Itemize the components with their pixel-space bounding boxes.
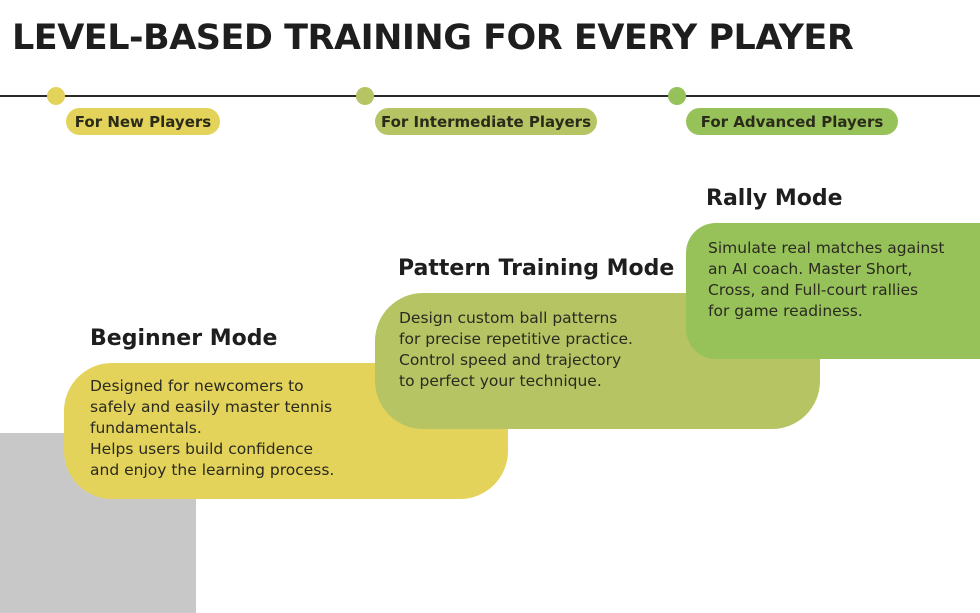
beginner-mode-title: Beginner Mode <box>90 326 278 351</box>
level-badge-new-players: For New Players <box>66 108 220 135</box>
rally-mode-title: Rally Mode <box>706 186 843 211</box>
timeline-dot-advanced <box>668 87 686 105</box>
timeline-dot-beginner <box>47 87 65 105</box>
rally-mode-card <box>686 223 980 359</box>
description-line: safely and easily master tennis <box>90 398 333 416</box>
description-line: for game readiness. <box>708 302 863 320</box>
level-badge-label: For Advanced Players <box>700 112 884 131</box>
description-line: an AI coach. Master Short, <box>708 260 913 278</box>
description-line: Helps users build confidence <box>90 440 314 458</box>
description-line: Design custom ball patterns <box>399 309 618 327</box>
timeline-dot-intermediate <box>356 87 374 105</box>
description-line: for precise repetitive practice. <box>399 330 633 348</box>
pattern-training-mode-title: Pattern Training Mode <box>398 256 675 281</box>
description-line: Simulate real matches against <box>708 239 945 257</box>
description-line: Designed for newcomers to <box>90 377 304 395</box>
timeline-line <box>0 95 980 97</box>
level-badge-label: For New Players <box>74 112 212 131</box>
description-line: Cross, and Full-court rallies <box>708 281 919 299</box>
description-line: and enjoy the learning process. <box>90 461 335 479</box>
description-line: Control speed and trajectory <box>399 351 622 369</box>
description-line: fundamentals. <box>90 419 202 437</box>
rally-mode-description: Simulate real matches against an AI coac… <box>708 238 944 322</box>
level-badge-advanced-players: For Advanced Players <box>686 108 898 135</box>
pattern-training-mode-description: Design custom ball patterns for precise … <box>399 308 633 392</box>
page-title: LEVEL-BASED TRAINING FOR EVERY PLAYER <box>12 18 854 58</box>
level-badge-intermediate-players: For Intermediate Players <box>375 108 597 135</box>
description-line: to perfect your technique. <box>399 372 602 390</box>
beginner-mode-description: Designed for newcomers to safely and eas… <box>90 376 334 481</box>
level-badge-label: For Intermediate Players <box>380 112 591 131</box>
